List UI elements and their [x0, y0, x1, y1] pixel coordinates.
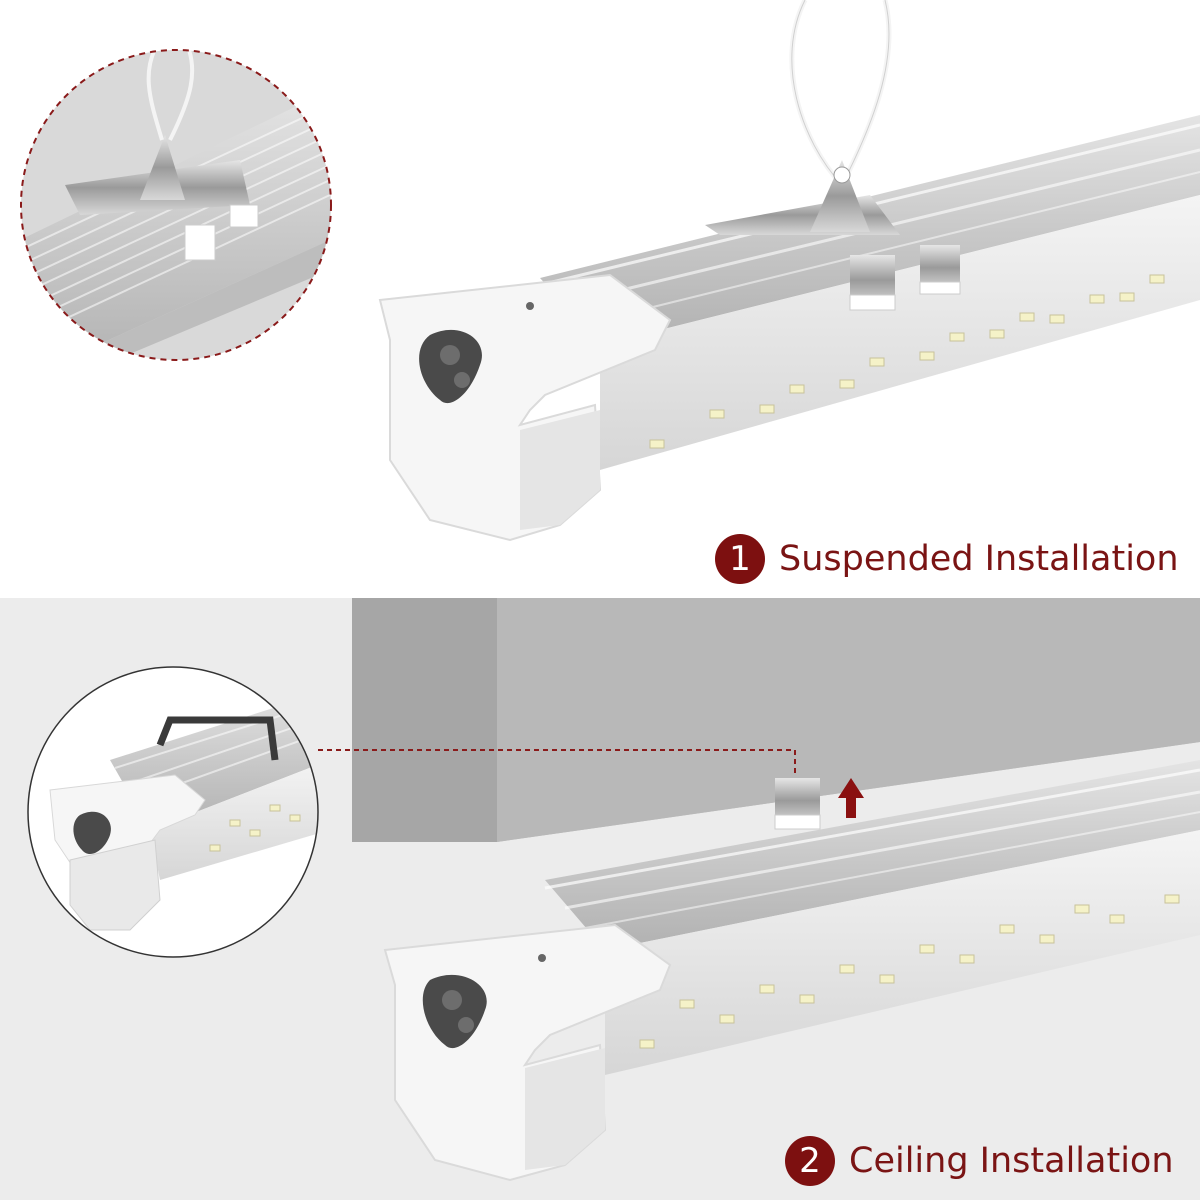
fixture-suspended [378, 0, 1200, 542]
dashed-leader-line [318, 749, 796, 775]
caption-suspended-installation: 1 Suspended Installation [715, 534, 1179, 584]
mounting-clip-icon [774, 778, 821, 830]
caption-label: Suspended Installation [779, 539, 1179, 579]
hanging-hook-icon [140, 135, 185, 200]
caption-ceiling-installation: 2 Ceiling Installation [785, 1136, 1174, 1186]
caption-label: Ceiling Installation [849, 1141, 1174, 1181]
ceiling-block [352, 598, 1200, 842]
hanging-wire-icon [789, 0, 892, 187]
detail-circle-suspended [20, 49, 332, 361]
mounting-clip-icon [705, 160, 961, 311]
up-arrow-icon [838, 778, 864, 818]
step-number-badge: 1 [715, 534, 765, 584]
fixture-ceiling [383, 760, 1200, 1182]
step-number-badge: 2 [785, 1136, 835, 1186]
detail-circle-ceiling [27, 666, 319, 958]
